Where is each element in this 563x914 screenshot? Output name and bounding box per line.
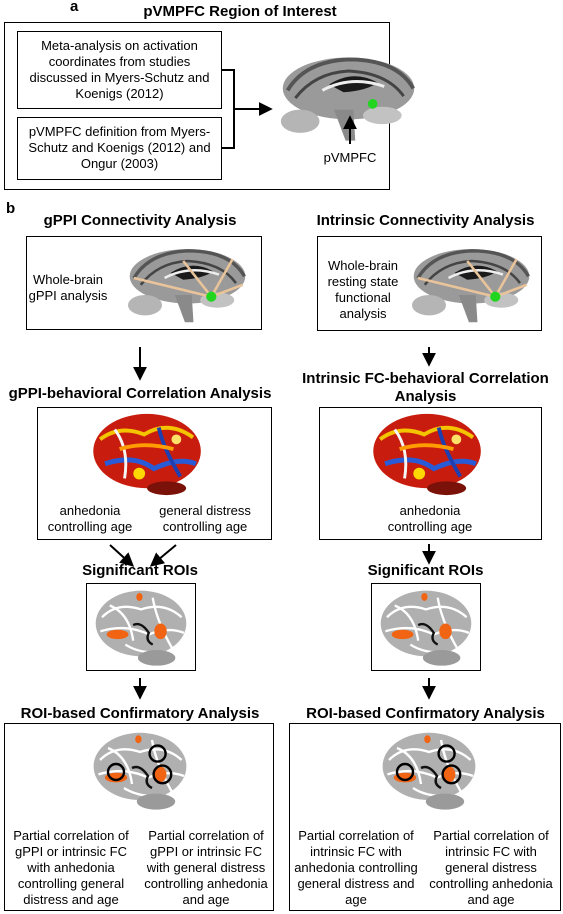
- left-corr-outcome-anhedonia: anhedonia controlling age: [47, 503, 133, 534]
- right-intrinsic-brain: [410, 247, 531, 324]
- panel-a-title: pVMPFC Region of Interest: [143, 3, 337, 20]
- pvmpfc-marker: [367, 99, 378, 109]
- right-confirm-outcome-anhedonia: Partial correlation of intrinsic FC with…: [294, 828, 418, 907]
- panel-a-letter: a: [70, 0, 79, 15]
- left-gppi-brain: [126, 247, 248, 324]
- panel-a-brain-image: [278, 55, 417, 143]
- left-confirm-outcome-distress: Partial correlation of gPPI or intrinsic…: [144, 828, 268, 907]
- right-analysis-text: Whole-brain resting state functional ana…: [327, 258, 399, 321]
- right-sig-title: Significant ROIs: [367, 562, 484, 579]
- left-sig-brain: [94, 589, 188, 667]
- panel-a-box-definition: [17, 117, 222, 180]
- left-confirm-outcome-anhedonia: Partial correlation of gPPI or intrinsic…: [13, 828, 129, 907]
- panel-a-box-meta-analysis-text: Meta-analysis on activation coordinates …: [29, 38, 210, 101]
- right-heatmap-brain: [370, 410, 488, 498]
- right-confirm-outcome-distress: Partial correlation of intrinsic FC with…: [429, 828, 553, 907]
- pvmpfc-label: pVMPFC: [323, 150, 377, 165]
- right-corr-title: Intrinsic FC-behavioral Correlation Anal…: [302, 370, 549, 405]
- left-title: gPPI Connectivity Analysis: [43, 212, 237, 229]
- panel-b-letter: b: [6, 200, 16, 217]
- right-corr-outcome-anhedonia: anhedonia controlling age: [387, 503, 473, 534]
- left-confirm-title: ROI-based Confirmatory Analysis: [20, 705, 260, 722]
- panel-a-box-definition-text: pVMPFC definition from Myers-Schutz and …: [28, 124, 211, 171]
- right-confirm-brain: [381, 731, 477, 811]
- right-title: Intrinsic Connectivity Analysis: [316, 212, 535, 229]
- left-corr-title: gPPI-behavioral Correlation Analysis: [8, 385, 272, 402]
- right-confirm-title: ROI-based Confirmatory Analysis: [306, 705, 545, 722]
- right-sig-brain: [379, 589, 473, 667]
- left-confirm-brain: [92, 731, 188, 811]
- panel-a-box-meta-analysis: [17, 31, 222, 109]
- left-sig-title: Significant ROIs: [82, 562, 198, 579]
- left-analysis-text: Whole-brain gPPI analysis: [28, 272, 108, 303]
- left-corr-outcome-distress: general distress controlling age: [159, 503, 251, 534]
